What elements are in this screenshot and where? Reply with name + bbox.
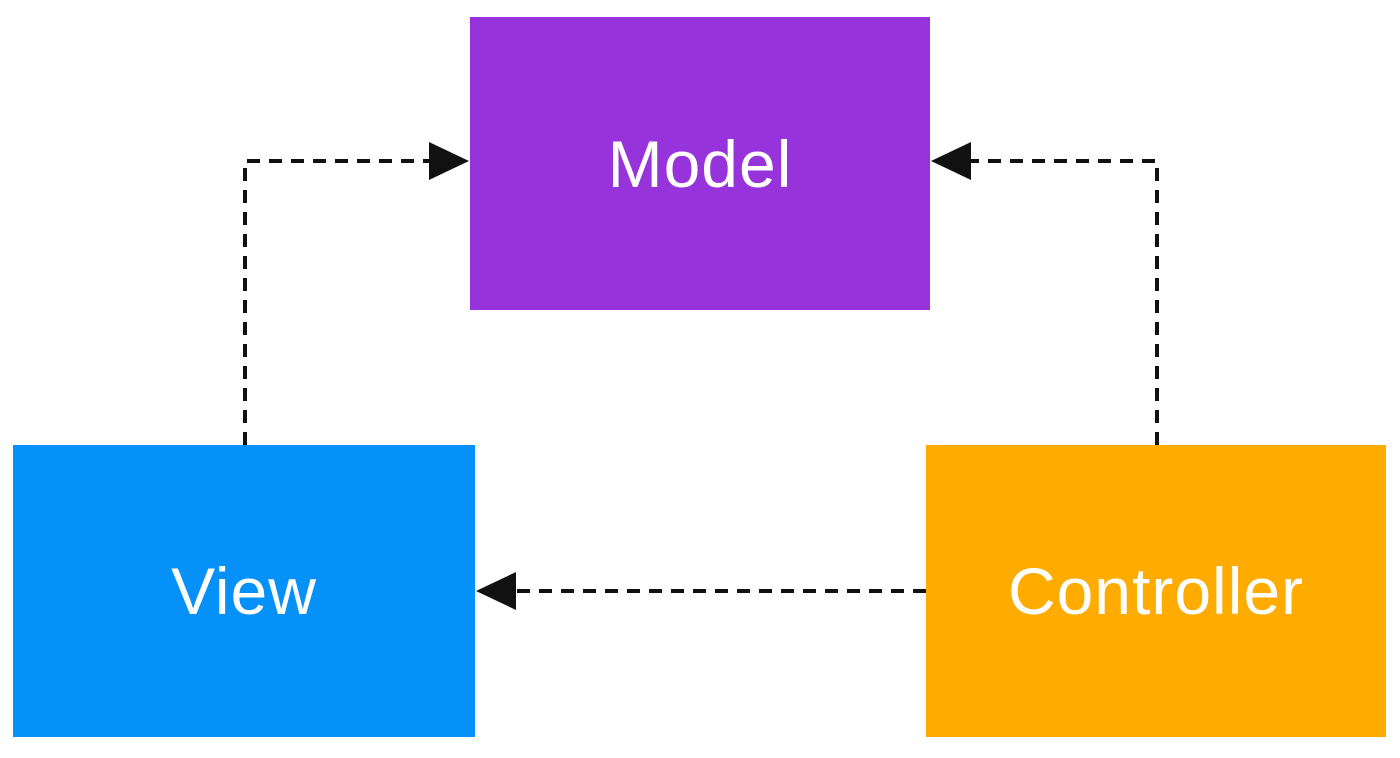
arrowhead-controller-to-view [476, 572, 516, 610]
node-controller-label: Controller [1007, 554, 1305, 628]
node-model-label: Model [607, 126, 793, 201]
arrowhead-view-to-model [429, 142, 469, 180]
node-view: View [13, 445, 475, 737]
node-model: Model [470, 17, 930, 310]
arrowhead-controller-to-model [931, 142, 971, 180]
node-controller: Controller [926, 445, 1386, 737]
arrow-view-to-model [243, 159, 429, 445]
node-view-label: View [171, 554, 317, 628]
arrow-controller-to-model [971, 159, 1159, 445]
